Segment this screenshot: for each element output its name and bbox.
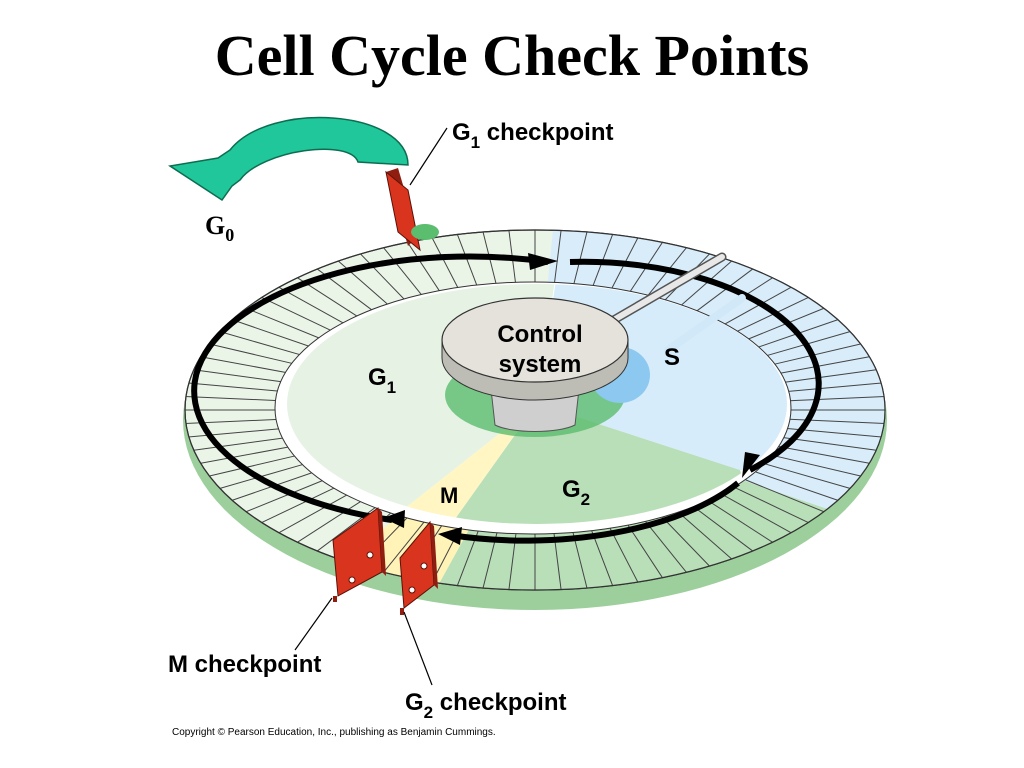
ring-tick xyxy=(645,521,689,575)
ring-tick xyxy=(553,230,562,287)
cycle-arrow xyxy=(191,253,822,545)
ring-tick xyxy=(430,235,461,292)
phase-label-g2: G2 xyxy=(562,476,590,509)
ring-tick xyxy=(229,318,315,349)
ring-tick xyxy=(778,355,872,374)
phase-label-g1: G1 xyxy=(368,364,396,397)
m-checkpoint-gate: M checkpoint xyxy=(168,507,386,678)
g2-checkpoint-label: G2 checkpoint xyxy=(405,689,567,722)
ring-tick xyxy=(693,506,755,553)
ring-tick xyxy=(678,259,734,308)
ring-tick xyxy=(207,343,298,366)
g0-exit-arrow: G0 xyxy=(167,116,409,245)
ring-tick xyxy=(721,285,794,327)
ring-tick xyxy=(186,382,283,393)
ring-tick xyxy=(191,369,287,383)
ring-tick xyxy=(572,532,588,590)
ring-tick xyxy=(745,479,827,513)
ring-tick xyxy=(276,493,349,535)
ring-tick xyxy=(783,437,879,451)
ring-tick xyxy=(734,296,811,334)
phase-label-m: M xyxy=(440,483,458,508)
ring-tick xyxy=(405,240,443,295)
ring-tick xyxy=(358,252,408,303)
ring-tick xyxy=(789,395,885,402)
ring-tick xyxy=(772,343,863,366)
ring-tick xyxy=(627,525,665,580)
ring-tick xyxy=(572,230,588,288)
phase-label-s: S xyxy=(664,344,680,371)
ring-tick xyxy=(764,463,853,490)
ring-tick xyxy=(259,296,336,334)
g1-checkpoint-label: G1 checkpoint xyxy=(452,119,614,152)
control-label-line1: Control xyxy=(497,321,582,348)
ring-tick xyxy=(243,307,325,341)
page-title: Cell Cycle Check Points xyxy=(214,23,810,88)
ring-tick xyxy=(693,267,755,314)
ring-tick xyxy=(708,500,775,544)
ring-tick xyxy=(191,437,287,451)
g2-checkpoint-gate: G2 checkpoint xyxy=(399,520,567,722)
ring-tick xyxy=(259,486,336,524)
ring-tick xyxy=(678,512,734,561)
m-checkpoint-label: M checkpoint xyxy=(168,651,321,678)
ring-tick xyxy=(609,528,640,585)
copyright-notice: Copyright © Pearson Education, Inc., pub… xyxy=(172,727,496,738)
ring-tick xyxy=(185,395,281,402)
ring-tick xyxy=(186,427,283,438)
control-label-line2: system xyxy=(499,351,582,378)
control-system: Control system xyxy=(441,252,746,437)
ring-tick xyxy=(243,479,325,513)
g1-checkpoint-gate: G1 checkpoint xyxy=(385,119,614,252)
ring-tick xyxy=(456,232,479,290)
ring-tick xyxy=(198,355,292,374)
ring-tick xyxy=(778,446,872,465)
ring-tick xyxy=(591,530,614,588)
ring-tick xyxy=(207,454,298,477)
ring-tick xyxy=(381,521,425,575)
ring-tick xyxy=(772,454,863,477)
ring-tick xyxy=(553,533,562,590)
ring-tick xyxy=(787,382,884,393)
ring-tick xyxy=(336,259,392,308)
ring-tick xyxy=(783,369,879,383)
g0-label: G0 xyxy=(205,211,234,245)
ring-tick xyxy=(734,486,811,524)
ring-tick xyxy=(198,446,292,465)
ring-tick xyxy=(295,500,362,544)
ring-tick xyxy=(662,517,712,568)
ring-tick xyxy=(755,471,841,502)
ring-tick xyxy=(381,245,425,299)
ring-tick xyxy=(721,493,794,535)
ring-tick xyxy=(217,330,306,357)
m-sector xyxy=(390,404,537,524)
